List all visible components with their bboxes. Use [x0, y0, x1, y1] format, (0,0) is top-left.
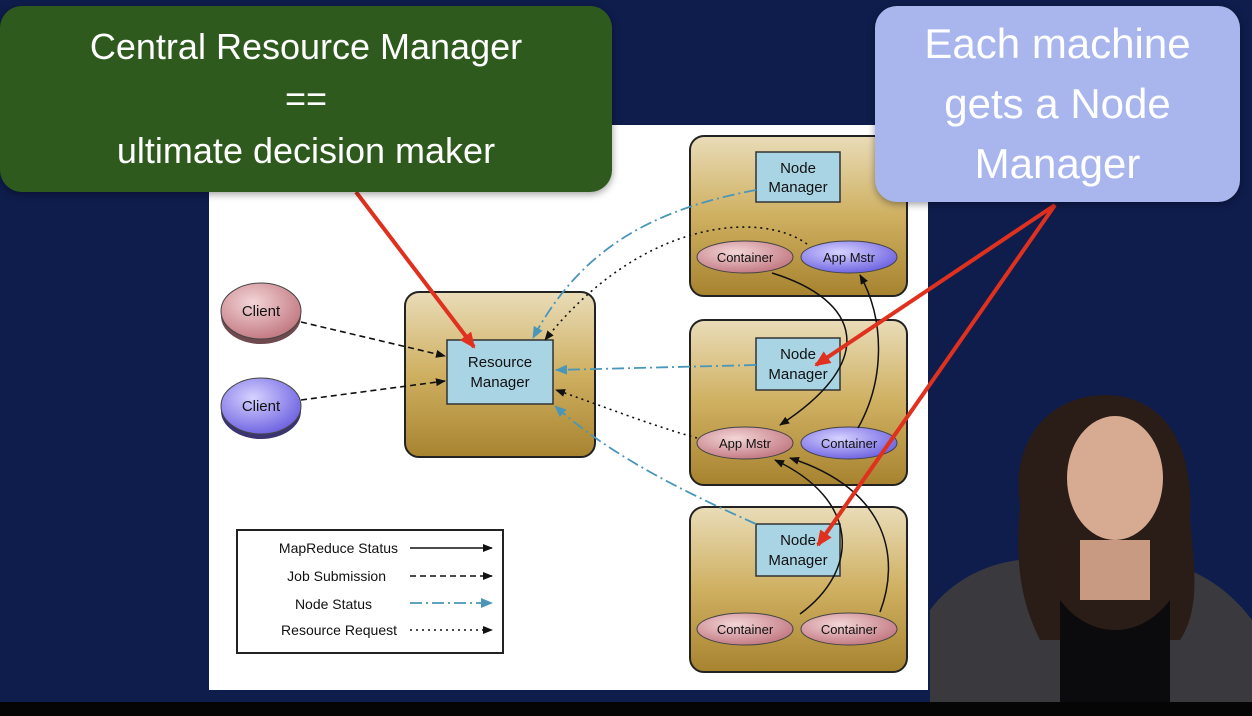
legend: MapReduce Status Job Submission Node Sta… [236, 529, 504, 654]
svg-text:App Mstr: App Mstr [719, 436, 772, 451]
callout-line: gets a Node [944, 80, 1171, 127]
resource-manager-box: Resource Manager [404, 291, 596, 458]
legend-label-node-status: Node Status [295, 596, 372, 612]
svg-text:Manager: Manager [768, 552, 827, 569]
svg-text:App Mstr: App Mstr [823, 250, 876, 265]
node-manager-callout: Each machine gets a Node Manager [875, 6, 1240, 202]
resource-request-arrows [544, 226, 808, 439]
svg-text:Node: Node [780, 160, 816, 177]
legend-label-job: Job Submission [287, 568, 386, 584]
callout-line: Central Resource Manager [89, 26, 523, 67]
rm-label-line1: Resource [468, 354, 532, 371]
rm-label-line2: Manager [470, 374, 529, 391]
svg-text:Manager: Manager [768, 179, 827, 196]
job-submission-arrows [300, 321, 446, 401]
legend-label-mapreduce: MapReduce Status [279, 540, 398, 556]
svg-text:Node: Node [780, 532, 816, 549]
legend-label-resource: Resource Request [281, 622, 397, 638]
video-bottom-bar [0, 702, 1252, 716]
callout-arrows [354, 190, 1057, 547]
svg-text:Container: Container [717, 622, 774, 637]
node-box-middle: Node Manager App Mstr Container [689, 319, 908, 486]
central-rm-callout: Central Resource Manager == ultimate dec… [0, 6, 612, 192]
node-box-top: Node Manager Container App Mstr [689, 135, 908, 297]
svg-text:Node: Node [780, 346, 816, 363]
svg-text:Container: Container [717, 250, 774, 265]
node-status-arrows [532, 189, 757, 525]
callout-line: Manager [974, 140, 1141, 187]
svg-text:Client: Client [242, 303, 281, 320]
svg-text:Container: Container [821, 436, 878, 451]
callout-line: Each machine [924, 20, 1191, 67]
mapreduce-status-arrows [771, 272, 890, 615]
svg-text:Container: Container [821, 622, 878, 637]
svg-text:Manager: Manager [768, 366, 827, 383]
presenter-video [930, 395, 1252, 705]
node-box-bottom: Node Manager Container Container [689, 506, 908, 673]
client-pink: Client [220, 282, 302, 344]
callout-line: ultimate decision maker [116, 130, 496, 171]
callout-line: == [284, 78, 328, 119]
client-purple: Client [220, 377, 302, 439]
svg-text:Client: Client [242, 398, 281, 415]
